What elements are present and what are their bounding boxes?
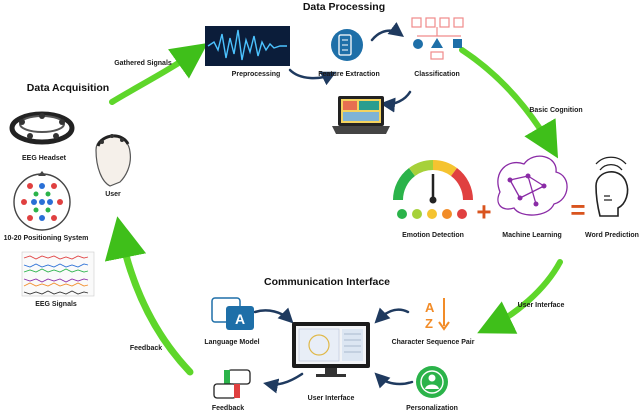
laptop-icon [332, 96, 390, 134]
arrow-label-feedback: Feedback [129, 345, 163, 352]
flow-arrow-char-to-ui [374, 307, 410, 324]
flow-arrow-pre-to-feature [288, 68, 337, 86]
hierarchy-tree-icon [411, 17, 464, 60]
cycle-arrows [104, 43, 563, 376]
flow-arrow-feature-to-class [370, 22, 405, 42]
monitor-icon [292, 322, 370, 377]
label-feature-extraction: Feature Extraction [318, 71, 380, 78]
label-positioning-system: 10-20 Positioning System [3, 235, 89, 242]
label-personalization: Personalization [406, 405, 458, 412]
label-word-prediction: Word Prediction [585, 232, 639, 239]
flow-arrows [253, 22, 414, 394]
arrow-label-gathered-signals: Gathered Signals [114, 60, 172, 67]
svg-text:A: A [425, 300, 435, 315]
label-feedback: Feedback [211, 405, 245, 412]
eeg-headset-icon [9, 111, 75, 145]
speaking-head-icon [595, 156, 629, 217]
electrode-map-icon [13, 171, 71, 231]
flow-arrow-ui-to-feedback [263, 372, 304, 394]
feedback-arrow [104, 216, 194, 376]
a-to-z-icon: A Z [425, 298, 450, 331]
label-user: User [105, 191, 121, 198]
flow-arrow-class-to-laptop [380, 90, 412, 113]
label-eeg-signals: EEG Signals [35, 301, 77, 308]
gathered-signals-arrow [109, 43, 208, 105]
label-preprocessing: Preprocessing [231, 71, 281, 78]
label-classification: Classification [414, 71, 460, 78]
section-data-processing: Data Processing [302, 1, 386, 13]
label-eeg-headset: EEG Headset [22, 155, 66, 162]
arrow-label-basic-cognition: Basic Cognition [529, 107, 583, 114]
personalization-icon [416, 366, 448, 398]
user-head-icon [95, 134, 131, 187]
flow-arrow-lang-to-ui [253, 307, 294, 324]
arrow-label-user-interface: User Interface [517, 302, 565, 309]
section-data-acquisition: Data Acquisition [26, 82, 110, 94]
feature-list-icon [331, 29, 363, 61]
translate-icon: A [211, 297, 254, 330]
label-character-sequence-pair: Character Sequence Pair [391, 339, 475, 346]
eeg-waveform-icon [21, 251, 95, 297]
flow-arrow-personal-to-ui [374, 372, 414, 389]
sound-wave-icon [205, 26, 290, 66]
emotion-gauge-icon [393, 160, 473, 219]
label-language-model: Language Model [204, 339, 260, 346]
user-interface-return-arrow [477, 259, 563, 334]
svg-text:Z: Z [425, 316, 433, 331]
label-emotion-detection: Emotion Detection [402, 232, 464, 239]
brain-network-icon [497, 155, 568, 216]
label-machine-learning: Machine Learning [502, 232, 562, 239]
thumbs-icon [213, 369, 251, 399]
basic-cognition-arrow [459, 47, 559, 159]
section-communication-interface: Communication Interface [263, 276, 391, 288]
plus-symbol: + [476, 196, 492, 227]
label-user-interface: User Interface [307, 395, 355, 402]
equals-symbol: = [570, 194, 586, 225]
svg-text:A: A [235, 311, 245, 327]
